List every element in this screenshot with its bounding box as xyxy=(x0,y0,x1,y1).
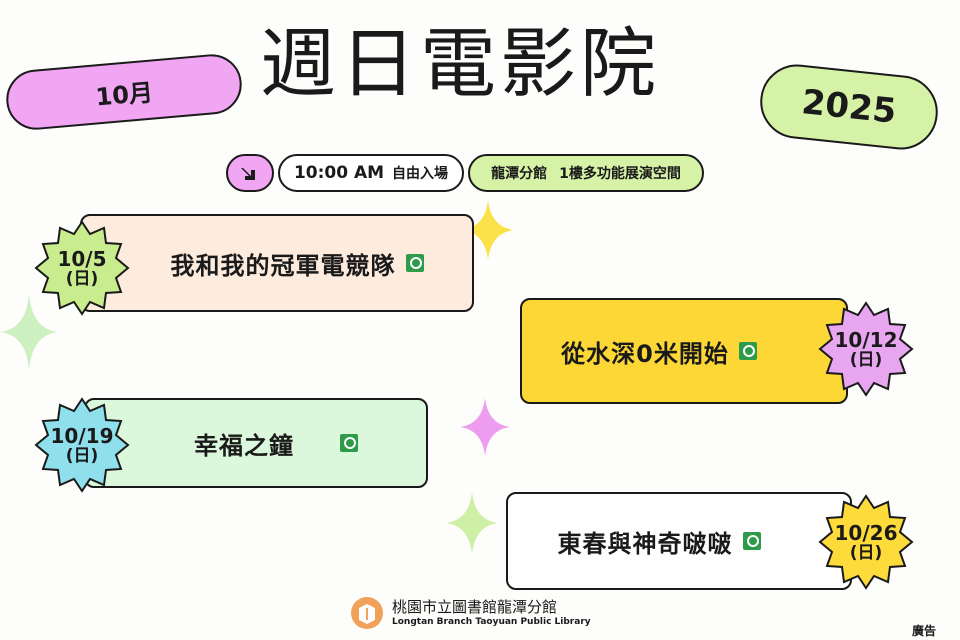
movie-card-1: 我和我的冠軍電競隊 xyxy=(80,214,474,312)
movie-card-2: 從水深0米開始 xyxy=(520,298,848,404)
badge-weekday: (日) xyxy=(65,268,99,289)
branch-label: 龍潭分館 xyxy=(491,166,548,182)
badge-date: 10/19 xyxy=(50,423,114,448)
date-badge-2: 10/12 (日) xyxy=(818,301,914,397)
ad-label: 廣告 xyxy=(912,624,937,638)
arrow-pill xyxy=(226,154,274,192)
location-pill: 龍潭分館 1樓多功能展演空間 xyxy=(468,154,704,192)
sparkle-icon xyxy=(460,398,510,456)
month-label: 10月 xyxy=(94,78,155,111)
library-logo-icon xyxy=(351,597,383,629)
badge-date: 10/26 xyxy=(834,520,898,545)
date-badge-1: 10/5 (日) xyxy=(34,220,130,316)
movie-card-3: 幸福之鐘 xyxy=(84,398,428,488)
badge-date: 10/12 xyxy=(834,327,898,352)
library-name: 桃園市立圖書館龍潭分館 xyxy=(392,598,558,616)
date-badge-4: 10/26 (日) xyxy=(818,494,914,590)
year-label: 2025 xyxy=(799,82,899,132)
movie-title: 幸福之鐘 xyxy=(194,431,294,460)
arrow-down-right-icon xyxy=(241,168,255,180)
time-label: 10:00 AM xyxy=(293,163,385,183)
date-badge-3: 10/19 (日) xyxy=(34,397,130,493)
badge-weekday: (日) xyxy=(849,349,883,370)
badge-weekday: (日) xyxy=(65,445,99,466)
movie-card-4: 東春與神奇啵啵 xyxy=(506,492,852,590)
rating-general-icon xyxy=(405,254,424,272)
badge-date: 10/5 xyxy=(57,246,107,271)
rating-general-icon xyxy=(340,434,358,452)
page-title: 週日電影院 xyxy=(260,19,660,108)
rating-general-icon xyxy=(742,532,761,550)
time-pill: 10:00 AM 自由入場 xyxy=(278,154,464,192)
sparkle-icon xyxy=(462,200,514,260)
rating-general-icon xyxy=(738,342,757,360)
venue-label: 1樓多功能展演空間 xyxy=(559,166,681,182)
badge-weekday: (日) xyxy=(849,542,883,563)
year-pill: 2025 xyxy=(756,60,942,154)
movie-title: 東春與神奇啵啵 xyxy=(557,529,733,558)
month-pill: 10月 xyxy=(3,51,245,133)
admission-label: 自由入場 xyxy=(392,166,449,182)
sparkle-icon xyxy=(446,492,498,554)
movie-title: 我和我的冠軍電競隊 xyxy=(170,251,396,280)
library-name-en: Longtan Branch Taoyuan Public Library xyxy=(392,617,591,627)
movie-title: 從水深0米開始 xyxy=(561,339,729,368)
sparkle-icon xyxy=(0,294,58,370)
